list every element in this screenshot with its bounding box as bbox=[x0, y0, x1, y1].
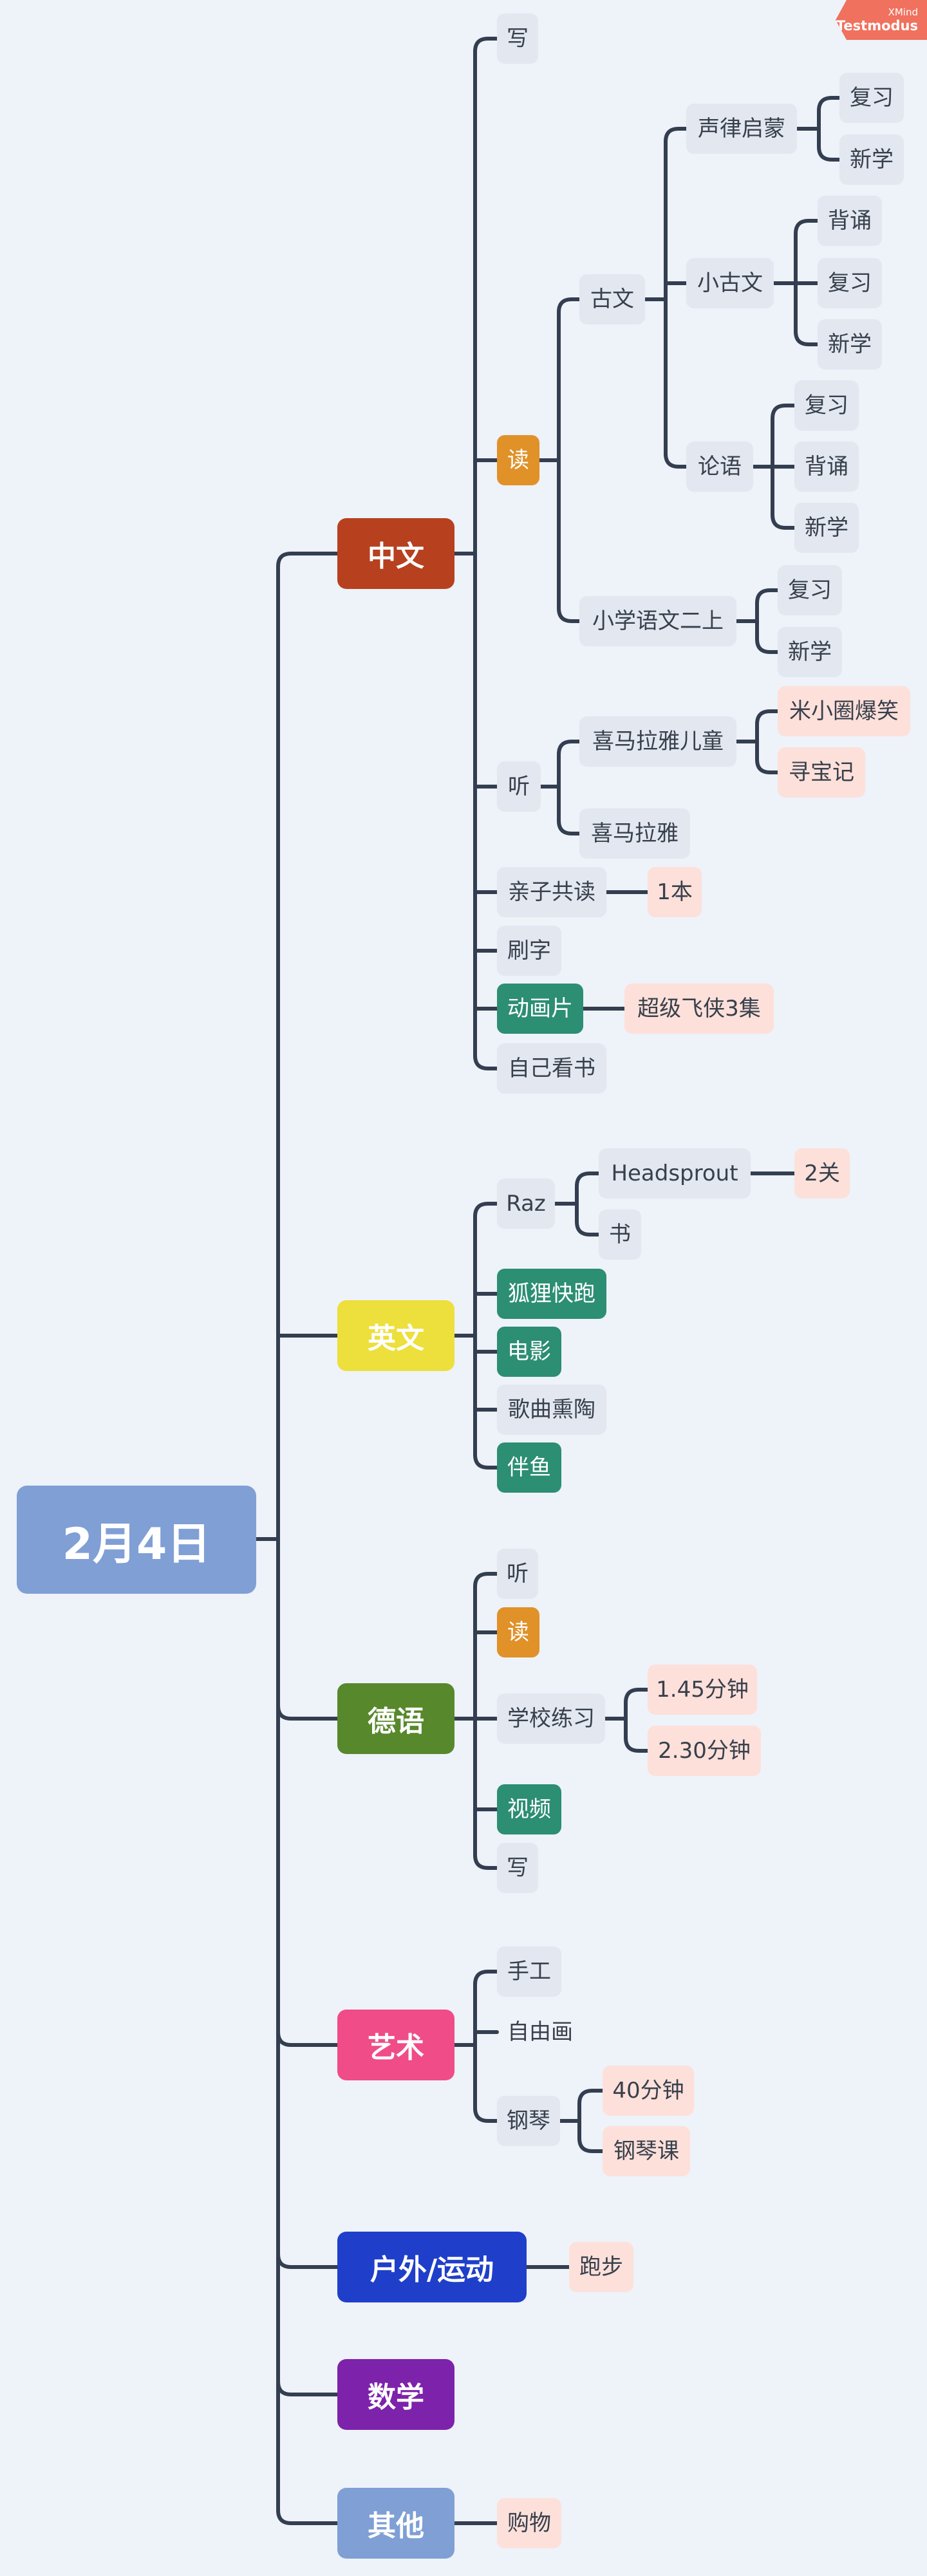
topic-gq-ke[interactable]: 钢琴课 bbox=[603, 2126, 690, 2176]
topic-du[interactable]: 读 bbox=[497, 435, 539, 485]
topic-paobu[interactable]: 跑步 bbox=[569, 2242, 633, 2292]
branch-qita[interactable]: 其他 bbox=[337, 2488, 454, 2559]
topic-xx-fuxi[interactable]: 复习 bbox=[778, 565, 842, 615]
topic-xg-fuxi[interactable]: 复习 bbox=[818, 258, 882, 308]
topic-donghua[interactable]: 动画片 bbox=[497, 984, 583, 1034]
topic-gequ[interactable]: 歌曲熏陶 bbox=[497, 1385, 606, 1435]
topic-xg-xinxue[interactable]: 新学 bbox=[818, 319, 882, 369]
topic-lianxi1[interactable]: 1.45分钟 bbox=[648, 1665, 757, 1715]
watermark-text: Testmodus bbox=[836, 18, 918, 33]
topic-ly-beisong[interactable]: 背诵 bbox=[794, 442, 859, 492]
xmind-watermark: XMind Testmodus bbox=[836, 0, 927, 40]
topic-banyu[interactable]: 伴鱼 bbox=[497, 1442, 561, 1493]
topic-xie[interactable]: 写 bbox=[497, 14, 538, 64]
branch-yishu[interactable]: 艺术 bbox=[337, 2010, 454, 2080]
topic-shougong[interactable]: 手工 bbox=[497, 1946, 561, 1997]
watermark-brand: XMind bbox=[888, 6, 918, 18]
topic-dianying[interactable]: 电影 bbox=[497, 1327, 561, 1377]
topic-huli[interactable]: 狐狸快跑 bbox=[497, 1269, 606, 1319]
topic-xiaoxue[interactable]: 小学语文二上 bbox=[579, 596, 736, 646]
topic-ting[interactable]: 听 bbox=[497, 761, 541, 812]
topic-dy-xie[interactable]: 写 bbox=[497, 1843, 538, 1893]
topic-mixiaoquan[interactable]: 米小圈爆笑 bbox=[778, 686, 910, 736]
topic-ly-xinxue[interactable]: 新学 bbox=[794, 503, 859, 553]
topic-gangqin[interactable]: 钢琴 bbox=[497, 2096, 560, 2146]
topic-shenglv-xinxue[interactable]: 新学 bbox=[839, 135, 904, 185]
branch-huwai[interactable]: 户外/运动 bbox=[337, 2232, 527, 2302]
branch-yingwen[interactable]: 英文 bbox=[337, 1300, 454, 1371]
topic-xuexiao[interactable]: 学校练习 bbox=[497, 1694, 605, 1744]
topic-lunyu[interactable]: 论语 bbox=[686, 442, 753, 492]
topic-xx-xinxue[interactable]: 新学 bbox=[778, 627, 842, 677]
topic-xiaoguwen[interactable]: 小古文 bbox=[686, 258, 774, 308]
topic-dy-du[interactable]: 读 bbox=[497, 1607, 539, 1657]
topic-lianxi2[interactable]: 2.30分钟 bbox=[648, 1726, 761, 1776]
branch-zhongwen[interactable]: 中文 bbox=[337, 518, 454, 589]
branch-shuxue[interactable]: 数学 bbox=[337, 2359, 454, 2430]
root-topic[interactable]: 2月4日 bbox=[17, 1486, 256, 1594]
topic-headsprout[interactable]: Headsprout bbox=[599, 1148, 751, 1199]
topic-headsprout-count[interactable]: 2关 bbox=[794, 1148, 850, 1199]
topic-qinzi-count[interactable]: 1本 bbox=[648, 867, 702, 917]
topic-donghua-detail[interactable]: 超级飞侠3集 bbox=[624, 984, 774, 1034]
topic-shenglv[interactable]: 声律启蒙 bbox=[686, 104, 797, 154]
topic-ximalaya-child[interactable]: 喜马拉雅儿童 bbox=[579, 716, 736, 767]
topic-ziyouhua[interactable]: 自由画 bbox=[507, 2019, 573, 2045]
topic-guwen[interactable]: 古文 bbox=[579, 274, 645, 324]
topic-shipin[interactable]: 视频 bbox=[497, 1784, 561, 1834]
topic-shu[interactable]: 书 bbox=[599, 1209, 641, 1260]
topic-ximalaya[interactable]: 喜马拉雅 bbox=[579, 808, 690, 859]
topic-gouwu[interactable]: 购物 bbox=[497, 2498, 561, 2548]
topic-shenglv-fuxi[interactable]: 复习 bbox=[839, 73, 904, 123]
branch-deyu[interactable]: 德语 bbox=[337, 1683, 454, 1754]
topic-ly-fuxi[interactable]: 复习 bbox=[794, 380, 859, 431]
topic-zijikan[interactable]: 自己看书 bbox=[497, 1043, 606, 1094]
topic-dy-ting[interactable]: 听 bbox=[497, 1549, 538, 1599]
topic-gq-time[interactable]: 40分钟 bbox=[603, 2066, 694, 2116]
topic-xg-beisong[interactable]: 背诵 bbox=[818, 196, 882, 246]
topic-xunbaoji[interactable]: 寻宝记 bbox=[778, 747, 865, 798]
topic-shuazi[interactable]: 刷字 bbox=[497, 926, 561, 976]
topic-raz[interactable]: Raz bbox=[497, 1179, 555, 1229]
topic-qinzi[interactable]: 亲子共读 bbox=[497, 867, 606, 917]
